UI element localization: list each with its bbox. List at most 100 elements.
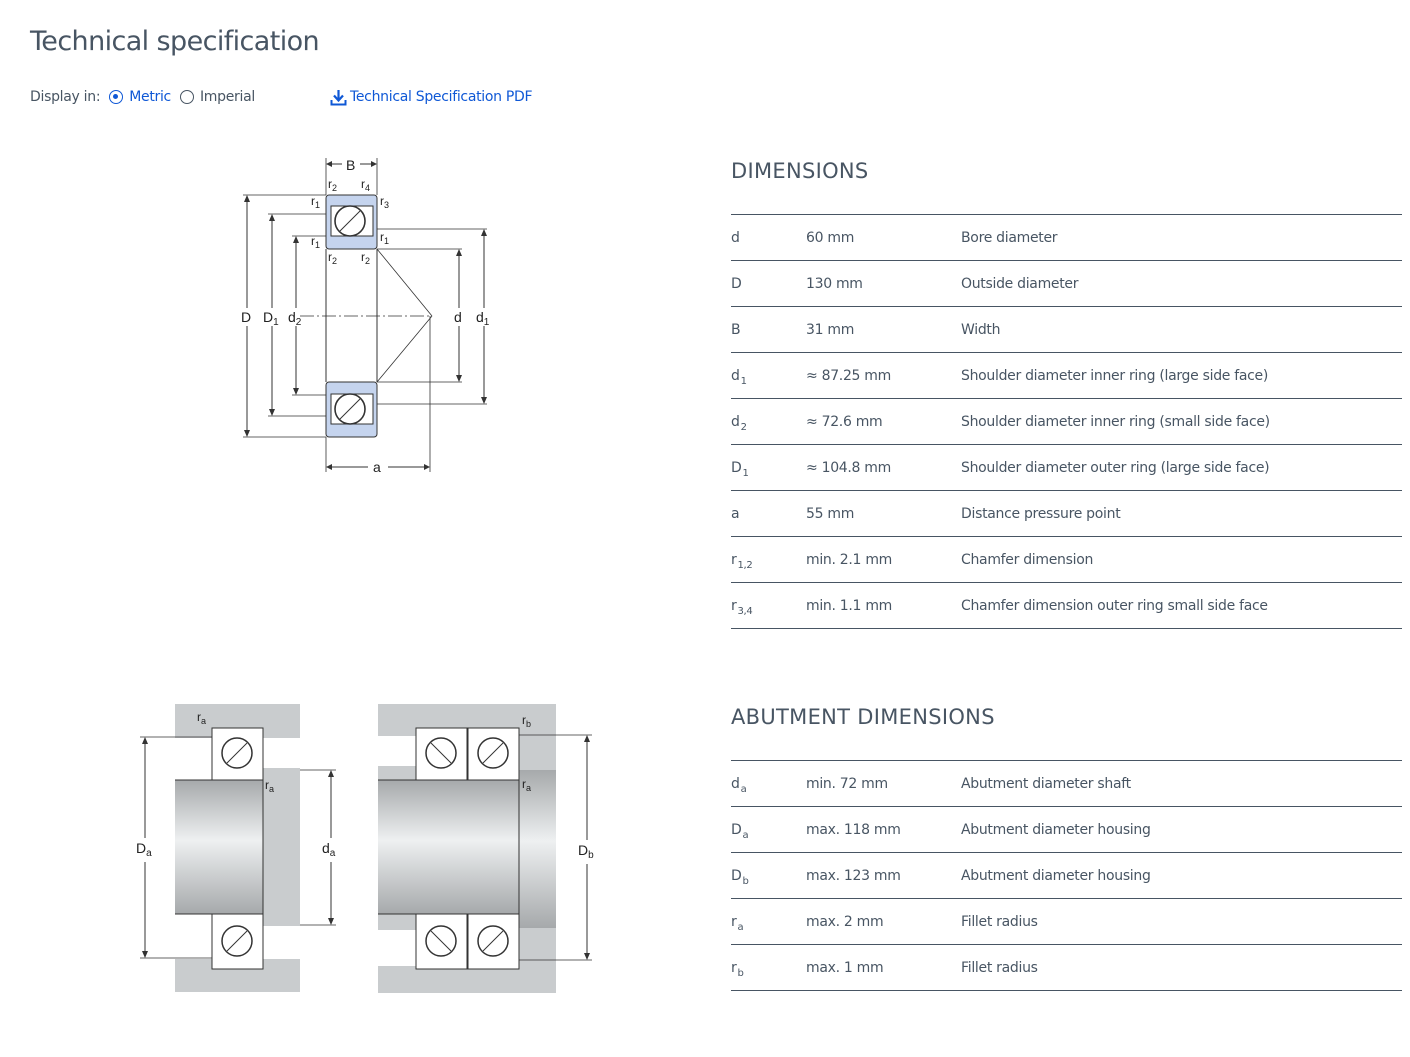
page-title: Technical specification: [30, 26, 320, 57]
label-D1: D1: [263, 309, 279, 328]
table-row: r3,4 min. 1.1 mm Chamfer dimension outer r…: [731, 582, 1402, 629]
symbol: a: [731, 505, 740, 522]
symbol: d: [731, 367, 740, 384]
left-abutment-assembly: [140, 704, 336, 992]
value-cell: min. 2.1 mm: [806, 551, 892, 568]
symbol: d: [731, 229, 740, 246]
description-cell: Abutment diameter housing: [961, 867, 1151, 884]
label-r3: r3: [380, 194, 389, 210]
symbol-subscript: 1: [742, 467, 749, 479]
label-B: B: [346, 157, 355, 173]
radio-checked-icon: [109, 90, 124, 104]
display-in-label: Display in:: [30, 89, 101, 105]
bearing-dimension-drawing: B a D D1 d2 d d1 r2 r4 r1 r3 r1 r1 r2 r2: [241, 157, 490, 475]
imperial-label: Imperial: [199, 89, 255, 105]
value-cell: max. 123 mm: [806, 867, 901, 884]
value-cell: ≈ 104.8 mm: [806, 459, 891, 476]
label-a: a: [373, 459, 381, 475]
symbol: r: [731, 597, 737, 614]
symbol-cell: Da: [731, 807, 806, 853]
symbol-subscript: b: [737, 967, 744, 979]
label-r1-top: r1: [311, 194, 320, 210]
symbol: D: [731, 867, 742, 884]
symbol-cell: d2: [731, 399, 806, 445]
value-cell: 55 mm: [806, 505, 855, 522]
right-abutment-assembly: [378, 704, 592, 993]
description-cell: Abutment diameter housing: [961, 821, 1151, 838]
symbol-subscript: b: [742, 875, 749, 887]
description-cell: Fillet radius: [961, 959, 1038, 976]
value-cell: 31 mm: [806, 321, 855, 338]
symbol-cell: rb: [731, 945, 806, 991]
label-ra-right: ra: [522, 777, 531, 793]
label-d: d: [454, 309, 462, 325]
symbol-subscript: 1: [740, 375, 747, 387]
value-cell: max. 1 mm: [806, 959, 884, 976]
symbol-cell: ra: [731, 899, 806, 945]
symbol-subscript: 1,2: [737, 559, 753, 571]
description-cell: Chamfer dimension outer ring small side …: [961, 597, 1268, 614]
description-cell: Fillet radius: [961, 913, 1038, 930]
symbol: D: [731, 459, 742, 476]
label-Db: Db: [578, 842, 594, 861]
symbol-cell: d1: [731, 353, 806, 399]
symbol-cell: B: [731, 307, 806, 353]
imperial-radio[interactable]: Imperial: [179, 89, 255, 105]
table-row: da min. 72 mm Abutment diameter shaft: [731, 760, 1402, 807]
description-cell: Shoulder diameter inner ring (small side…: [961, 413, 1270, 430]
label-d1: d1: [476, 309, 490, 328]
label-Da: Da: [136, 840, 152, 859]
symbol: D: [731, 821, 742, 838]
value-cell: min. 1.1 mm: [806, 597, 892, 614]
symbol-subscript: a: [737, 921, 744, 933]
symbol: r: [731, 913, 737, 930]
description-cell: Shoulder diameter outer ring (large side…: [961, 459, 1270, 476]
symbol-cell: a: [731, 491, 806, 537]
label-r2-bl: r2: [328, 250, 337, 266]
symbol-subscript: 3,4: [737, 605, 753, 617]
download-icon: [330, 89, 347, 105]
metric-label: Metric: [129, 89, 171, 105]
label-r2-br: r2: [361, 250, 370, 266]
pdf-link-label: Technical Specification PDF: [350, 89, 533, 105]
value-cell: max. 118 mm: [806, 821, 901, 838]
symbol: D: [731, 275, 742, 292]
description-cell: Shoulder diameter inner ring (large side…: [961, 367, 1269, 384]
symbol-cell: D1: [731, 445, 806, 491]
symbol-cell: r1,2: [731, 537, 806, 583]
table-row: d2≈ 72.6 mm Shoulder diameter inner ring …: [731, 398, 1402, 445]
symbol-subscript: a: [742, 829, 749, 841]
label-D: D: [241, 309, 251, 325]
label-ra-top: ra: [197, 710, 206, 726]
dimensions-title: DIMENSIONS: [731, 159, 869, 183]
value-cell: ≈ 87.25 mm: [806, 367, 891, 384]
description-cell: Outside diameter: [961, 275, 1079, 292]
symbol-cell: Db: [731, 853, 806, 899]
value-cell: max. 2 mm: [806, 913, 884, 930]
metric-radio[interactable]: Metric: [109, 89, 171, 105]
value-cell: ≈ 72.6 mm: [806, 413, 883, 430]
value-cell: min. 72 mm: [806, 775, 888, 792]
label-d2: d2: [288, 309, 302, 328]
symbol-subscript: a: [740, 783, 747, 795]
symbol: r: [731, 959, 737, 976]
technical-specification-pdf-link[interactable]: Technical Specification PDF: [330, 86, 533, 108]
symbol-subscript: 2: [740, 421, 747, 433]
symbol: B: [731, 321, 741, 338]
abutment-dimensions-title: ABUTMENT DIMENSIONS: [731, 705, 995, 729]
symbol: d: [731, 775, 740, 792]
description-cell: Abutment diameter shaft: [961, 775, 1131, 792]
label-rb: rb: [522, 713, 531, 729]
value-cell: 130 mm: [806, 275, 863, 292]
